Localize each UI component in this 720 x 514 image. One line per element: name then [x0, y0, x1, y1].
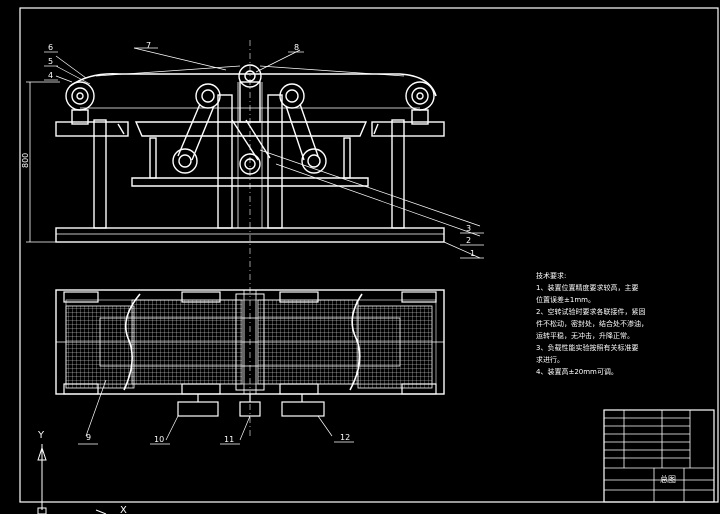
notes-line: 1、装置位置精度要求较高，主要	[536, 284, 639, 292]
view-direction-arrows	[37, 444, 107, 514]
view-mark-y: Y	[37, 430, 45, 441]
top-view	[55, 289, 445, 441]
part-label-4: 4	[48, 71, 53, 80]
part-label-7: 7	[146, 41, 151, 50]
part-label-8: 8	[294, 43, 299, 52]
notes-line: 件不松动，密封处，结合处不渗油，	[536, 320, 648, 328]
part-label-12: 12	[340, 433, 350, 442]
drawing-frame	[19, 7, 719, 503]
part-label-5: 5	[48, 57, 53, 66]
part-label-9: 9	[86, 433, 91, 442]
part-label-6: 6	[48, 43, 53, 52]
label-underlines	[44, 47, 484, 445]
notes-line: 4、装置高±20mm可调。	[536, 368, 618, 376]
part-label-1: 1	[470, 249, 475, 258]
notes-line: 3、负载性能实验按照有关标准要	[536, 344, 639, 352]
view-mark-x: X	[120, 505, 127, 514]
part-label-11: 11	[224, 435, 234, 444]
part-label-3: 3	[466, 224, 471, 233]
part-label-10: 10	[154, 435, 164, 444]
notes-line: 位置误差±1mm。	[536, 296, 595, 304]
notes-title: 技术要求:	[536, 272, 567, 280]
part-label-2: 2	[466, 236, 471, 245]
title-block-name: 总图	[660, 474, 676, 484]
notes-line: 运转平稳，无冲击，升降正常。	[536, 332, 634, 340]
title-block	[603, 409, 715, 503]
height-dimension: 800	[21, 153, 30, 168]
part-labels: 1 2 3 4 5 6 7 8 9 10 11 12	[48, 41, 475, 444]
front-view	[26, 47, 481, 259]
technical-requirements: 技术要求: 1、装置位置精度要求较高，主要 位置误差±1mm。 2、空转试验时要…	[536, 270, 666, 378]
notes-line: 2、空转试验时要求各联接件，紧固	[536, 308, 646, 316]
notes-line: 求进行。	[536, 356, 564, 364]
